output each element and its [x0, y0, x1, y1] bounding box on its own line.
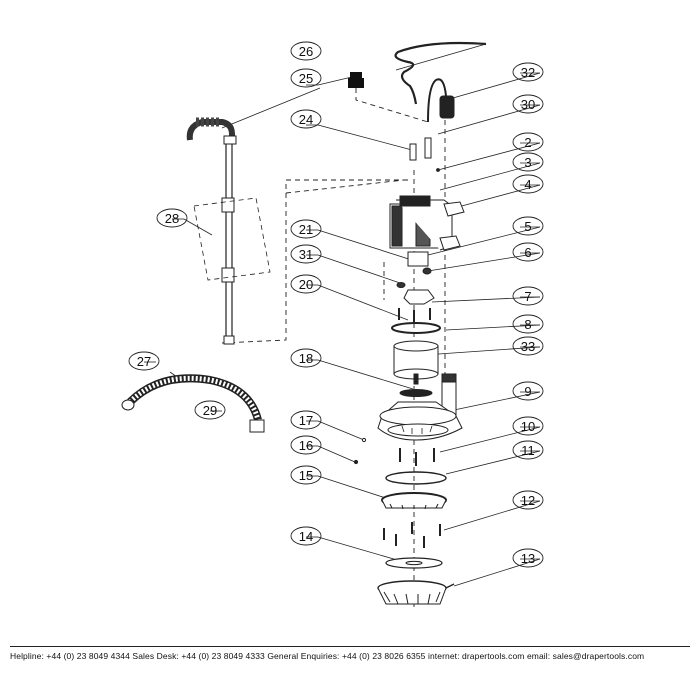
callout-27: 27 [137, 354, 151, 369]
part-13-strainer [377, 580, 455, 605]
callout-8: 8 [524, 317, 531, 332]
part-26-connector [348, 72, 364, 88]
callout-11: 11 [521, 443, 535, 458]
callout-26: 26 [299, 44, 313, 59]
part-10-bolts [399, 448, 435, 466]
bolts-24-30 [409, 137, 440, 172]
part-28-bracket [193, 197, 271, 281]
callout-18: 18 [299, 351, 313, 366]
part-17-pin [361, 437, 367, 443]
part-33-outlet [441, 373, 457, 419]
callout-12: 12 [521, 493, 535, 508]
callout-7: 7 [524, 289, 531, 304]
callout-29: 29 [203, 403, 217, 418]
callout-4: 4 [524, 177, 531, 192]
callout-31: 31 [299, 247, 313, 262]
power-cable [394, 41, 487, 105]
part-4-motor-housing [389, 195, 465, 251]
callout-6: 6 [524, 245, 531, 260]
callout-13: 13 [521, 551, 535, 566]
part-7-o-ring [391, 322, 441, 334]
callout-2: 2 [524, 135, 531, 150]
callout-9: 9 [524, 384, 531, 399]
callout-circles [128, 41, 544, 568]
footer-divider [10, 646, 690, 647]
callout-10: 10 [521, 419, 535, 434]
part-18-plate [399, 389, 433, 397]
callout-17: 17 [299, 413, 313, 428]
callout-3: 3 [524, 155, 531, 170]
callout-33: 33 [521, 339, 535, 354]
callout-28: 28 [165, 211, 179, 226]
parts-5-6-21-31-20 [396, 251, 435, 322]
callout-5: 5 [524, 219, 531, 234]
callout-14: 14 [299, 529, 313, 544]
callout-16: 16 [299, 438, 313, 453]
part-16-pin [353, 459, 359, 465]
part-15-base [381, 492, 447, 510]
part-27-hose [121, 374, 265, 433]
part-8-rotor [393, 340, 439, 385]
callout-labels: 26 25 24 28 21 31 20 27 29 18 17 16 15 1… [137, 44, 535, 566]
part-9-pump-casing [377, 401, 463, 441]
callout-15: 15 [299, 468, 313, 483]
part-12-bolts [383, 522, 441, 548]
callout-20: 20 [299, 277, 313, 292]
callout-25: 25 [299, 71, 313, 86]
callout-30: 30 [521, 97, 535, 112]
callout-21: 21 [299, 222, 313, 237]
leader-lines [144, 43, 541, 587]
callout-24: 24 [299, 112, 313, 127]
part-32-float-switch [427, 78, 455, 123]
part-11-o-ring [385, 471, 447, 485]
footer-contact-info: Helpline: +44 (0) 23 8049 4344 Sales Des… [10, 651, 645, 661]
callout-32: 32 [521, 65, 535, 80]
part-25-handle [186, 117, 237, 345]
